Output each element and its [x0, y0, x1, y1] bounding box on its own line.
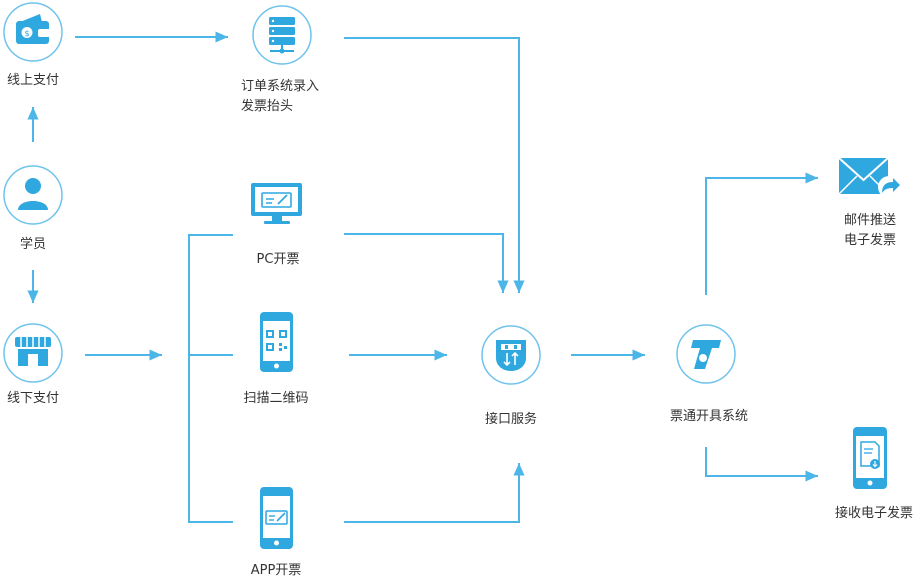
- branch-bracket: [188, 234, 233, 523]
- label-offline-pay: 线下支付: [6, 391, 60, 406]
- node-student: [3, 165, 63, 225]
- node-online-pay: $: [3, 2, 63, 62]
- wallet-icon: $: [16, 14, 50, 44]
- node-offline-pay: [3, 323, 63, 383]
- node-api-service: [481, 325, 541, 385]
- label-ticket-system: 票通开具系统: [669, 409, 749, 424]
- label-email-push-line1: 邮件推送: [843, 213, 897, 228]
- label-pc-invoice: PC开票: [256, 252, 300, 267]
- label-online-pay: 线上支付: [6, 73, 60, 88]
- label-app-invoice: APP开票: [250, 563, 302, 578]
- label-order-system-line1: 订单系统录入: [241, 79, 320, 94]
- server-icon: [269, 17, 295, 54]
- label-email-push: 邮件推送 电子发票: [844, 211, 896, 251]
- arrow-ticket-to-email: [705, 172, 818, 295]
- monitor-icon: [251, 183, 302, 224]
- store-icon: [15, 337, 51, 366]
- phone-invoice-icon: [853, 427, 887, 489]
- label-order-system: 订单系统录入 发票抬头: [241, 77, 319, 117]
- arrow-ticket-to-receive: [705, 447, 818, 482]
- label-qr-scan: 扫描二维码: [243, 391, 309, 406]
- arrow-app-to-api: [344, 463, 525, 523]
- arrow-order-to-api: [344, 37, 525, 293]
- user-icon: [18, 178, 48, 210]
- api-plug-icon: [496, 340, 526, 371]
- connectors: [27, 31, 818, 523]
- label-student: 学员: [19, 237, 47, 252]
- node-ticket-system: [676, 324, 736, 384]
- label-api-service: 接口服务: [484, 412, 538, 427]
- qr-phone-icon: [260, 312, 293, 372]
- label-order-system-line2: 发票抬头: [241, 99, 294, 114]
- label-receive-invoice: 接收电子发票: [834, 506, 914, 521]
- svg-text:$: $: [24, 29, 29, 38]
- label-email-push-line2: 电子发票: [843, 233, 897, 248]
- app-phone-icon: [260, 487, 293, 549]
- node-order-system: [252, 5, 312, 65]
- ticket-logo-icon: [691, 340, 721, 369]
- arrow-pc-to-api: [344, 233, 509, 293]
- mail-forward-icon: [838, 157, 900, 198]
